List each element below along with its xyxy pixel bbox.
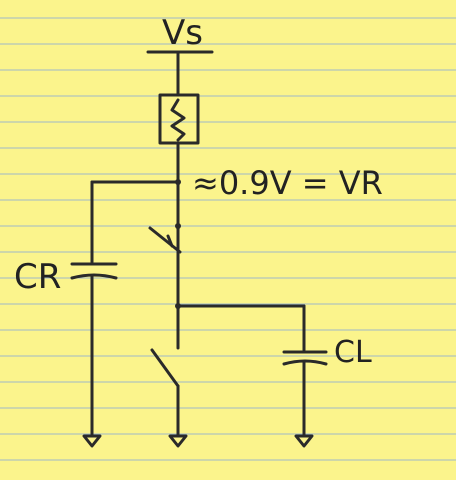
cr-plate-bottom: [70, 273, 118, 280]
resistor-zigzag: [170, 98, 186, 142]
reference-capacitor-label: CR: [14, 257, 61, 297]
upper-switch-mark: [148, 226, 182, 254]
reference-voltage-label: ≈0.9V = VR: [192, 164, 383, 202]
ground-cr: [82, 434, 102, 448]
upper-switch-tick: [166, 234, 174, 248]
supply-label: Vs: [162, 13, 203, 53]
load-capacitor-label: CL: [334, 335, 372, 370]
ground-switch: [168, 434, 188, 448]
resistor-box: [158, 93, 200, 145]
notebook-rules: [0, 17, 456, 461]
ground-cl: [294, 434, 314, 448]
lower-switch-blade: [150, 348, 180, 388]
